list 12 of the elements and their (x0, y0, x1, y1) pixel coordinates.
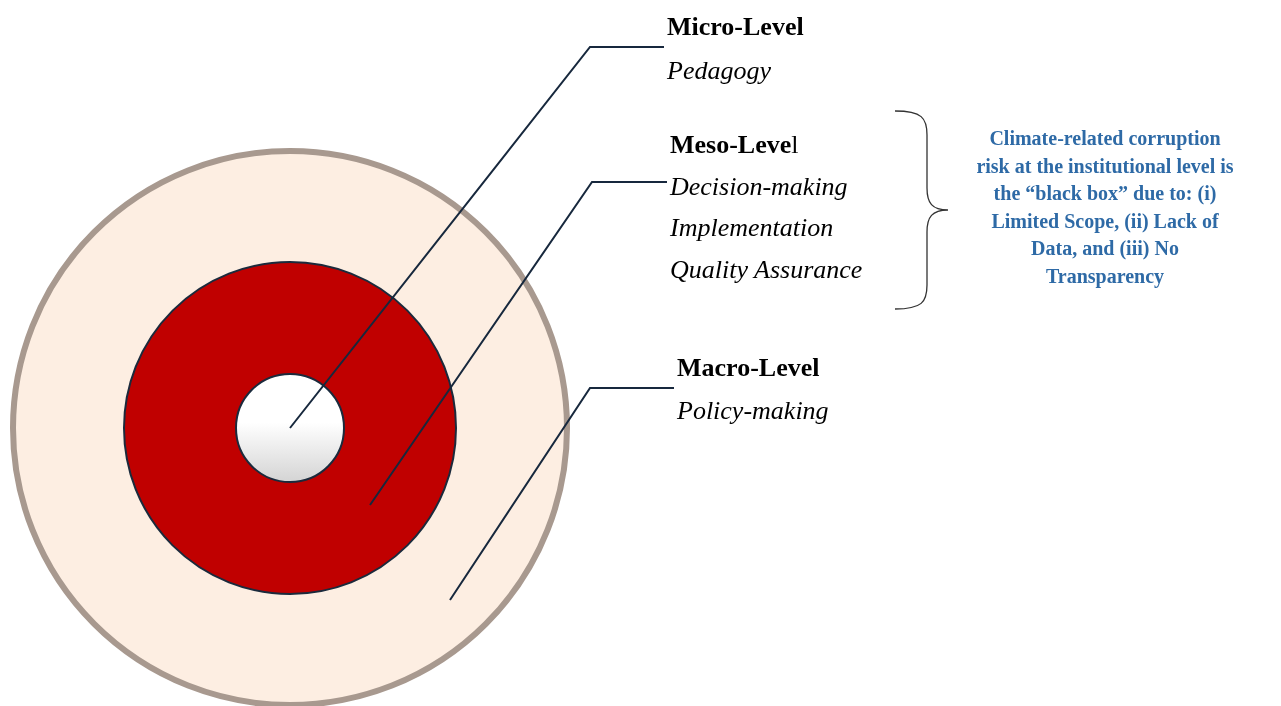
level-item: Implementation (670, 212, 835, 244)
leader-line (289, 46, 665, 429)
level-item: Quality Assurance (670, 253, 863, 286)
leader-line (369, 181, 668, 506)
level-heading: Meso-Level (670, 129, 800, 161)
level-item: Pedagogy (667, 55, 772, 87)
level-item: Policy-making (677, 395, 829, 427)
level-heading: Macro-Level (677, 352, 821, 384)
note-text: Climate-related corruption risk at the institutional level is the “black box” due to: (i) Limited Scope, (ii) Lack of Data, and (iii) No Transparency (975, 126, 1235, 290)
level-item: Decision-making (670, 170, 849, 203)
level-heading: Micro-Level (667, 11, 804, 43)
leader-line (449, 387, 675, 601)
